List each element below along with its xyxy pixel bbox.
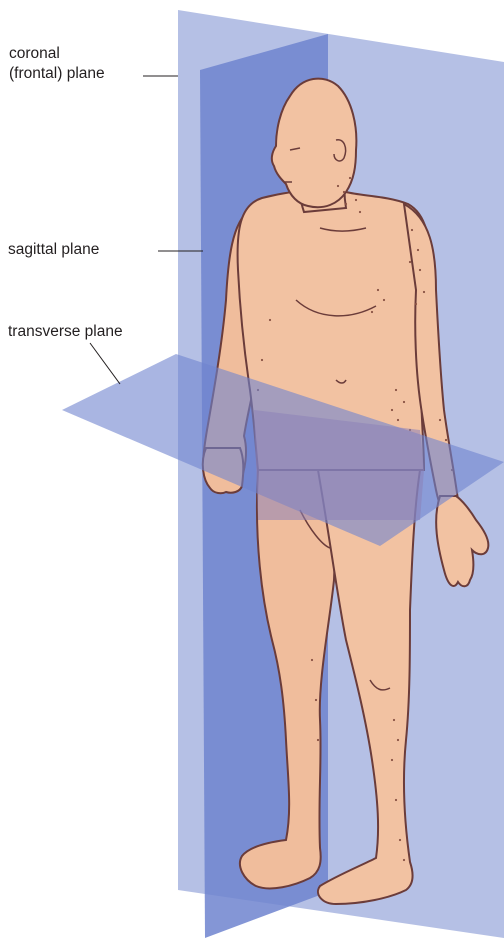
sagittal-plane-label: sagittal plane bbox=[8, 240, 99, 260]
coronal-plane-label: coronal (frontal) plane bbox=[9, 44, 105, 84]
transverse-plane-label: transverse plane bbox=[8, 322, 123, 342]
transverse-leader-line bbox=[90, 343, 120, 384]
